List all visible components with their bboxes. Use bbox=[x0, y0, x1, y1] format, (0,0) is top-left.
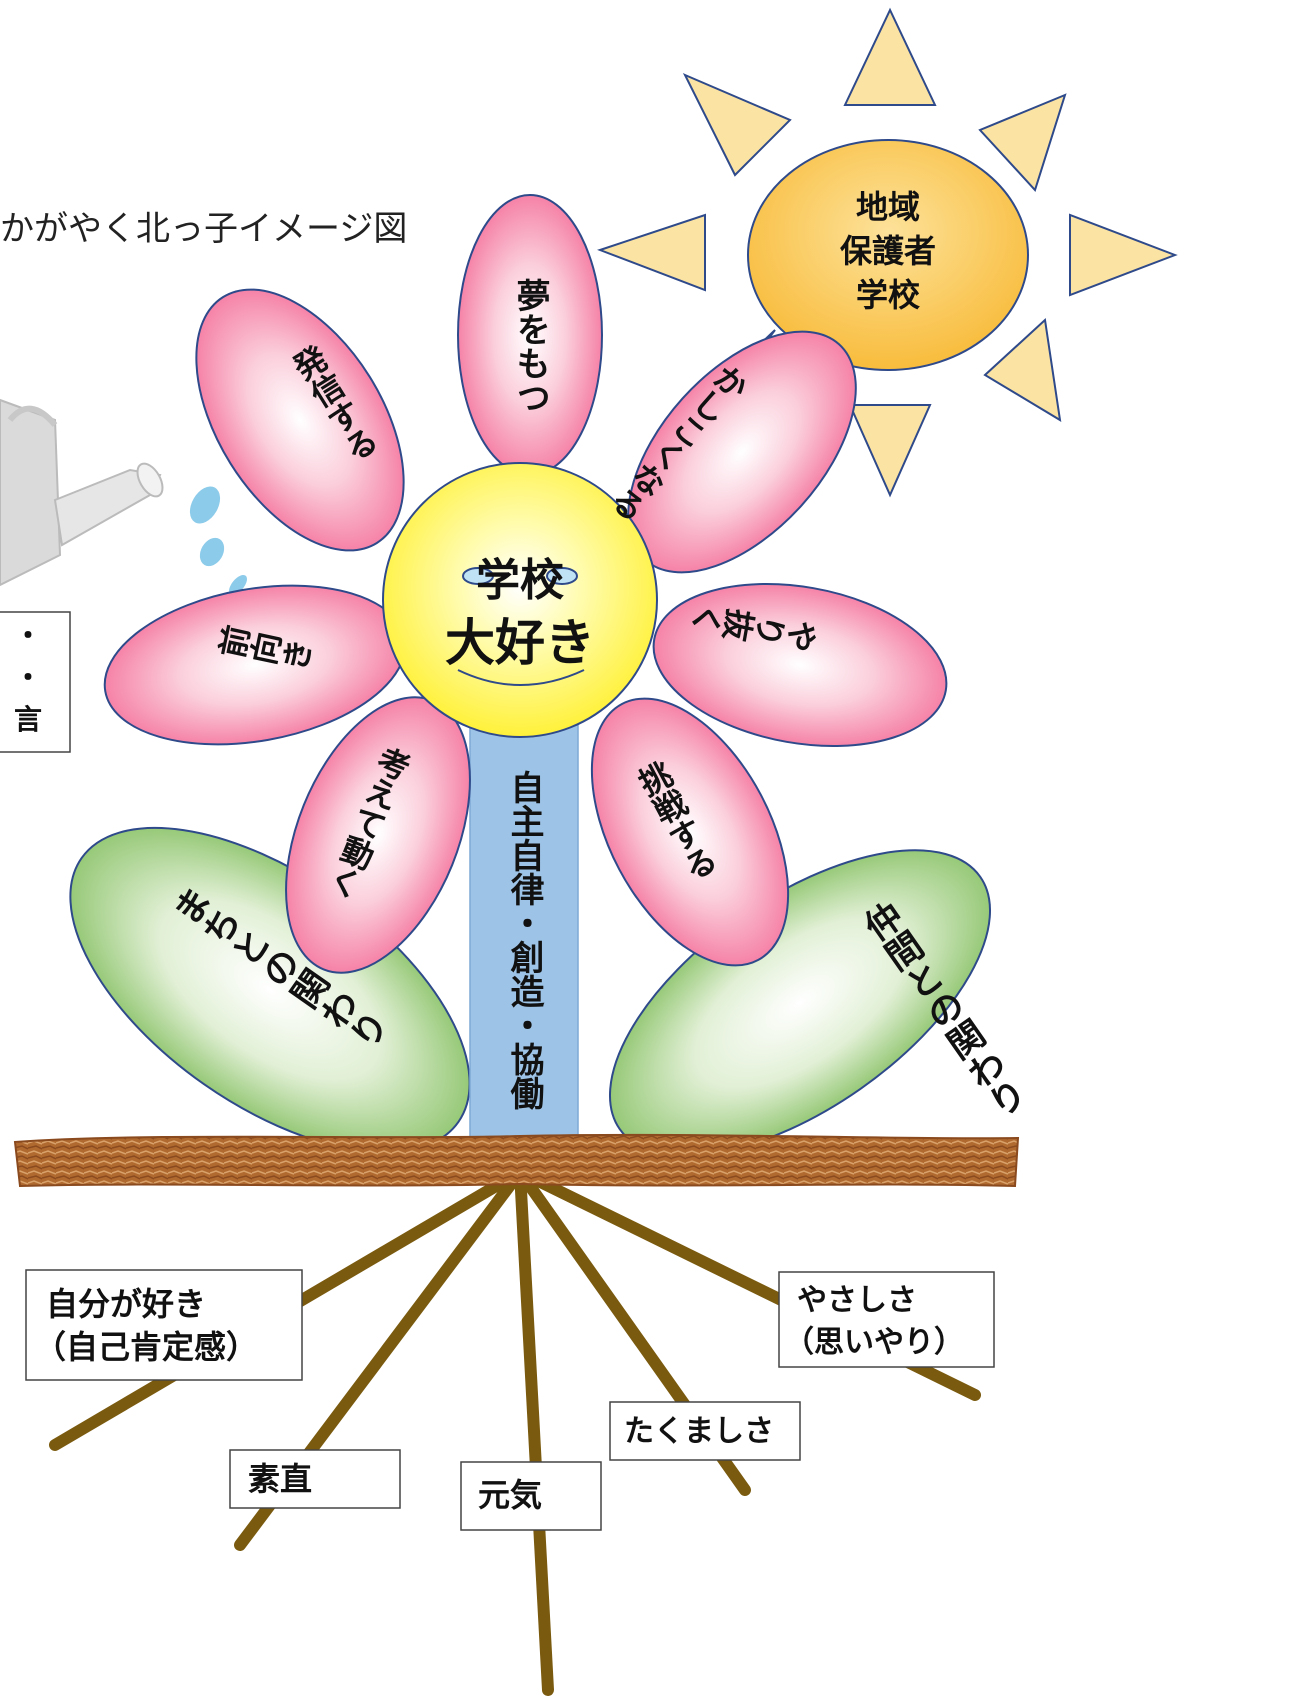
stem bbox=[469, 724, 579, 1156]
center-highlight-right bbox=[546, 567, 578, 585]
center-highlight-left bbox=[462, 567, 494, 585]
petals bbox=[103, 194, 948, 974]
root-yasashisa-line-2: （思いやり） bbox=[784, 1325, 964, 1360]
roots bbox=[49, 1166, 981, 1696]
cut-box-line-2: ・ bbox=[14, 661, 42, 694]
root-box-sunao: 素直 bbox=[229, 1449, 401, 1509]
root-takumashisa-label: たくましさ bbox=[624, 1414, 774, 1449]
sun-line-3: 学校 bbox=[856, 276, 920, 314]
center-line-1: 学校 bbox=[476, 555, 564, 606]
center-line-2: 大好き bbox=[445, 614, 595, 672]
petal-yarinuku bbox=[652, 582, 948, 748]
cut-box-line-1: ・ bbox=[14, 619, 42, 652]
petal-hasshin bbox=[195, 288, 405, 552]
sun-body bbox=[747, 139, 1029, 371]
water-drops bbox=[189, 486, 247, 595]
petal-chousen bbox=[590, 697, 790, 967]
stem-label: 自主自律・創造・協働 bbox=[504, 770, 544, 1111]
root-jibun-line-2: （自己肯定感） bbox=[34, 1328, 258, 1366]
petal-label-yume: 夢をもつ bbox=[510, 278, 550, 414]
root-jibun-line-1: 自分が好き bbox=[46, 1285, 206, 1323]
root-genki-label: 元気 bbox=[478, 1476, 542, 1514]
root-box-yasashisa: やさしさ （思いやり） bbox=[778, 1271, 995, 1368]
root-sunao-label: 素直 bbox=[248, 1460, 312, 1498]
center-smile bbox=[457, 669, 585, 686]
cut-off-box: ・ ・ 言 bbox=[0, 611, 71, 753]
root-yasashisa-line-1: やさしさ bbox=[797, 1283, 917, 1318]
root-box-jibun: 自分が好き （自己肯定感） bbox=[25, 1269, 303, 1381]
flower-center: 学校 大好き bbox=[382, 462, 658, 738]
watering-can-icon bbox=[0, 398, 164, 587]
root-box-takumashisa: たくましさ bbox=[609, 1401, 801, 1461]
root-box-genki: 元気 bbox=[460, 1461, 602, 1531]
soil bbox=[13, 1133, 1020, 1188]
cut-box-line-3: 言 bbox=[14, 703, 42, 736]
sun-line-1: 地域 bbox=[856, 188, 920, 226]
diagram-title: かがやく北っ子イメージ図 bbox=[0, 209, 407, 249]
sun-line-2: 保護者 bbox=[840, 232, 936, 270]
